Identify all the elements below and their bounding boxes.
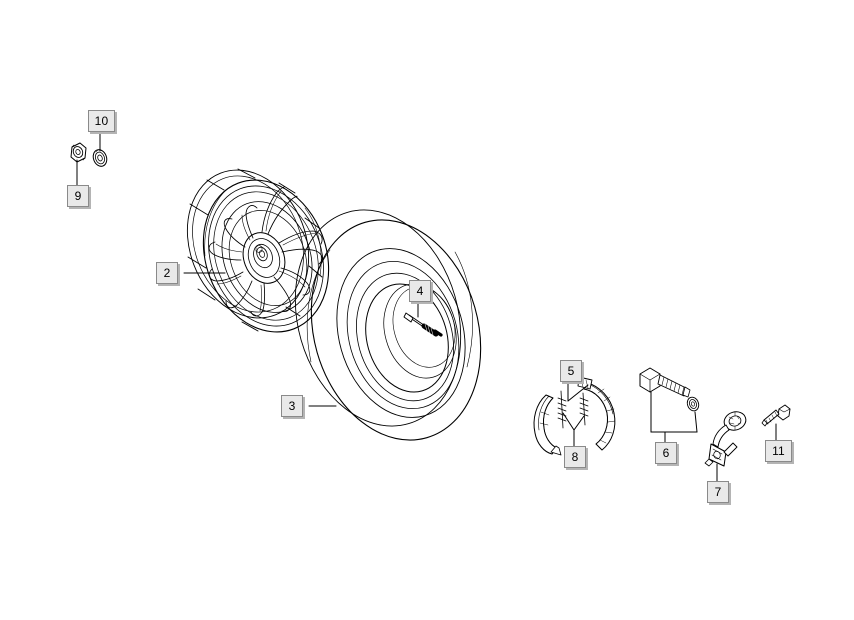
leader-8b xyxy=(573,415,585,431)
leader-6b xyxy=(694,411,698,433)
callout-6[interactable]: 6 xyxy=(655,442,677,464)
part-axle-bolt xyxy=(639,367,700,412)
callout-8[interactable]: 8 xyxy=(564,446,586,468)
callout-11[interactable]: 11 xyxy=(765,440,792,462)
part-valve-stem xyxy=(403,312,443,337)
leader-8c xyxy=(562,412,575,431)
callout-4[interactable]: 4 xyxy=(409,280,431,302)
part-hex-nut xyxy=(70,142,87,163)
callout-9[interactable]: 9 xyxy=(67,185,89,207)
callout-5[interactable]: 5 xyxy=(560,360,582,382)
part-tire xyxy=(294,209,482,441)
part-brake-shoe-set xyxy=(533,376,616,456)
part-brake-cam-lever xyxy=(704,411,747,467)
part-wheel-rim xyxy=(186,168,330,333)
callout-10[interactable]: 10 xyxy=(88,110,115,132)
callout-2[interactable]: 2 xyxy=(156,262,178,284)
part-flange-bolt xyxy=(761,404,791,427)
leader-5b xyxy=(567,384,589,402)
leader-lines xyxy=(76,131,777,482)
callout-7[interactable]: 7 xyxy=(707,481,729,503)
part-washer xyxy=(92,149,108,167)
callout-3[interactable]: 3 xyxy=(281,395,303,417)
